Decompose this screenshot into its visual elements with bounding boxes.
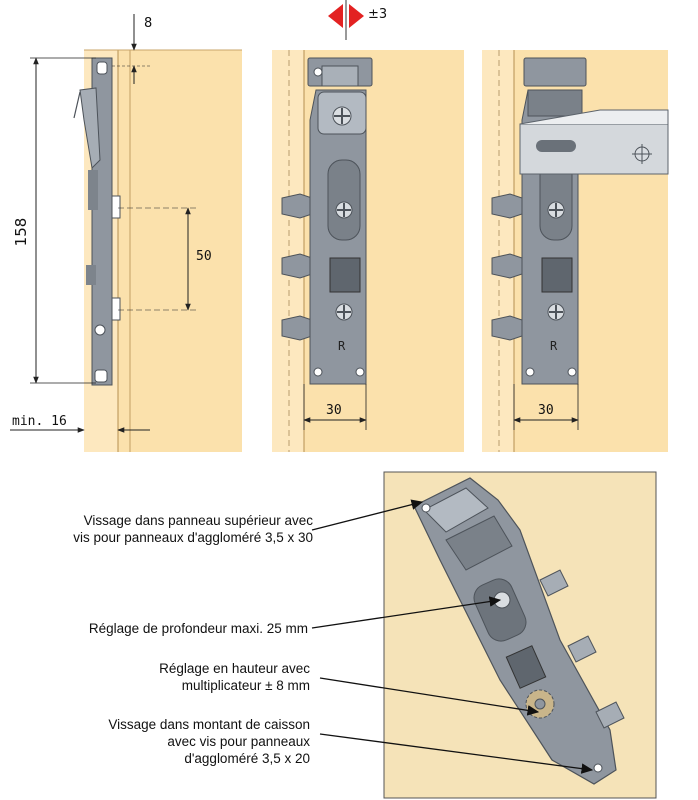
callout-line: Réglage en hauteur avec <box>159 661 310 676</box>
arrow-left-icon <box>328 4 343 28</box>
callout-line: d'aggloméré 3,5 x 20 <box>184 751 310 766</box>
callout-line: avec vis pour panneaux <box>167 734 310 749</box>
dim-width-right-label: 30 <box>538 403 554 418</box>
dim-spacing-label: 50 <box>196 249 212 264</box>
dim-min-edge-label: min. 16 <box>12 414 67 429</box>
plate-letter: R <box>338 339 346 353</box>
dim-height-label: 158 <box>12 218 30 247</box>
callout-leaders <box>311 499 594 774</box>
callout-depth-adjust: Réglage de profondeur maxi. 25 mm <box>89 620 308 637</box>
mounting-rail <box>519 109 669 175</box>
arrow-right-icon <box>349 4 364 28</box>
callout-line: Réglage de profondeur maxi. 25 mm <box>88 621 308 636</box>
callout-side-screw: Vissage dans montant de caisson avec vis… <box>108 716 310 767</box>
hanger-front: R <box>307 57 373 385</box>
hanger-perspective <box>413 477 625 785</box>
callout-line: multiplicateur ± 8 mm <box>181 678 310 693</box>
callout-line: Vissage dans montant de caisson <box>108 717 310 732</box>
callout-top-screw: Vissage dans panneau supérieur avec vis … <box>73 512 313 546</box>
dowels <box>281 193 313 341</box>
side-view: 158 8 50 min. 16 <box>10 14 242 452</box>
front-view-with-rail: R 30 <box>482 50 669 452</box>
adjust-range-label: ±3 <box>368 7 387 22</box>
callout-height-adjust: Réglage en hauteur avec multiplicateur ±… <box>159 660 310 694</box>
callout-line: Vissage dans panneau supérieur avec <box>83 513 313 528</box>
hanger-side-profile <box>73 57 121 386</box>
callout-line: vis pour panneaux d'aggloméré 3,5 x 30 <box>73 530 313 545</box>
hanger-front-right: R <box>521 57 587 385</box>
lateral-adjust-indicator: ±3 <box>328 0 387 40</box>
detail-perspective <box>383 471 657 799</box>
dim-width-left-label: 30 <box>326 403 342 418</box>
plate-letter-right: R <box>550 339 558 353</box>
dim-top-offset-label: 8 <box>144 16 152 31</box>
front-view: R ±3 30 <box>272 0 464 452</box>
dowels-right <box>491 193 523 341</box>
